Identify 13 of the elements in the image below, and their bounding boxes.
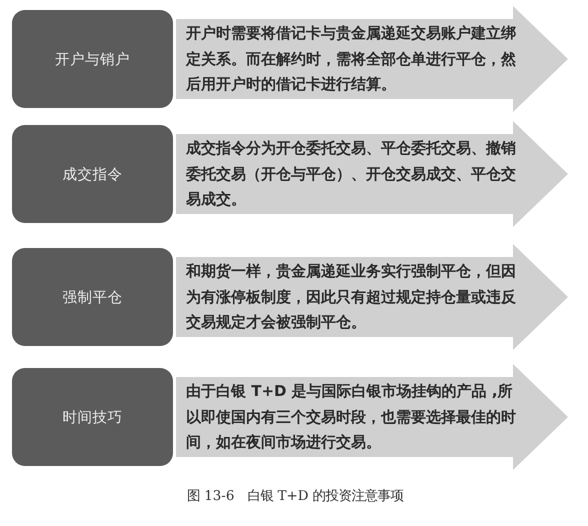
- description-text: 由于白银 T+D 是与国际白银市场挂钩的产品 ,所以即使国内有三个交易时段，也需要选择最佳的时间，如在夜间市场进行交易。: [186, 381, 517, 453]
- arrow-shape: [176, 364, 568, 470]
- label-box: 时间技巧: [12, 368, 173, 466]
- description-text: 成交指令分为开仓委托交易、平仓委托交易、撤销委托交易（开仓与平仓）、开仓交易成交、平仓交易成交。: [186, 138, 517, 210]
- description-text: 开户时需要将借记卡与贵金属递延交易账户建立绑定关系。而在解约时，需将全部仓单进行平仓，然后用开户时的借记卡进行结算。: [186, 23, 517, 95]
- label-box: 成交指令: [12, 125, 173, 223]
- arrow-shape: [176, 6, 568, 112]
- arrow-shape: [176, 244, 568, 350]
- figure-caption: 图 13-6 白银 T+D 的投资注意事项: [187, 488, 404, 505]
- description-text: 和期货一样，贵金属递延业务实行强制平仓，但因为有涨停板制度，因此只有超过规定持仓量或违反交易规定才会被强制平仓。: [186, 261, 517, 333]
- label-box: 强制平仓: [12, 248, 173, 346]
- label-box: 开户与销户: [12, 10, 173, 108]
- arrow-shape: [176, 121, 568, 227]
